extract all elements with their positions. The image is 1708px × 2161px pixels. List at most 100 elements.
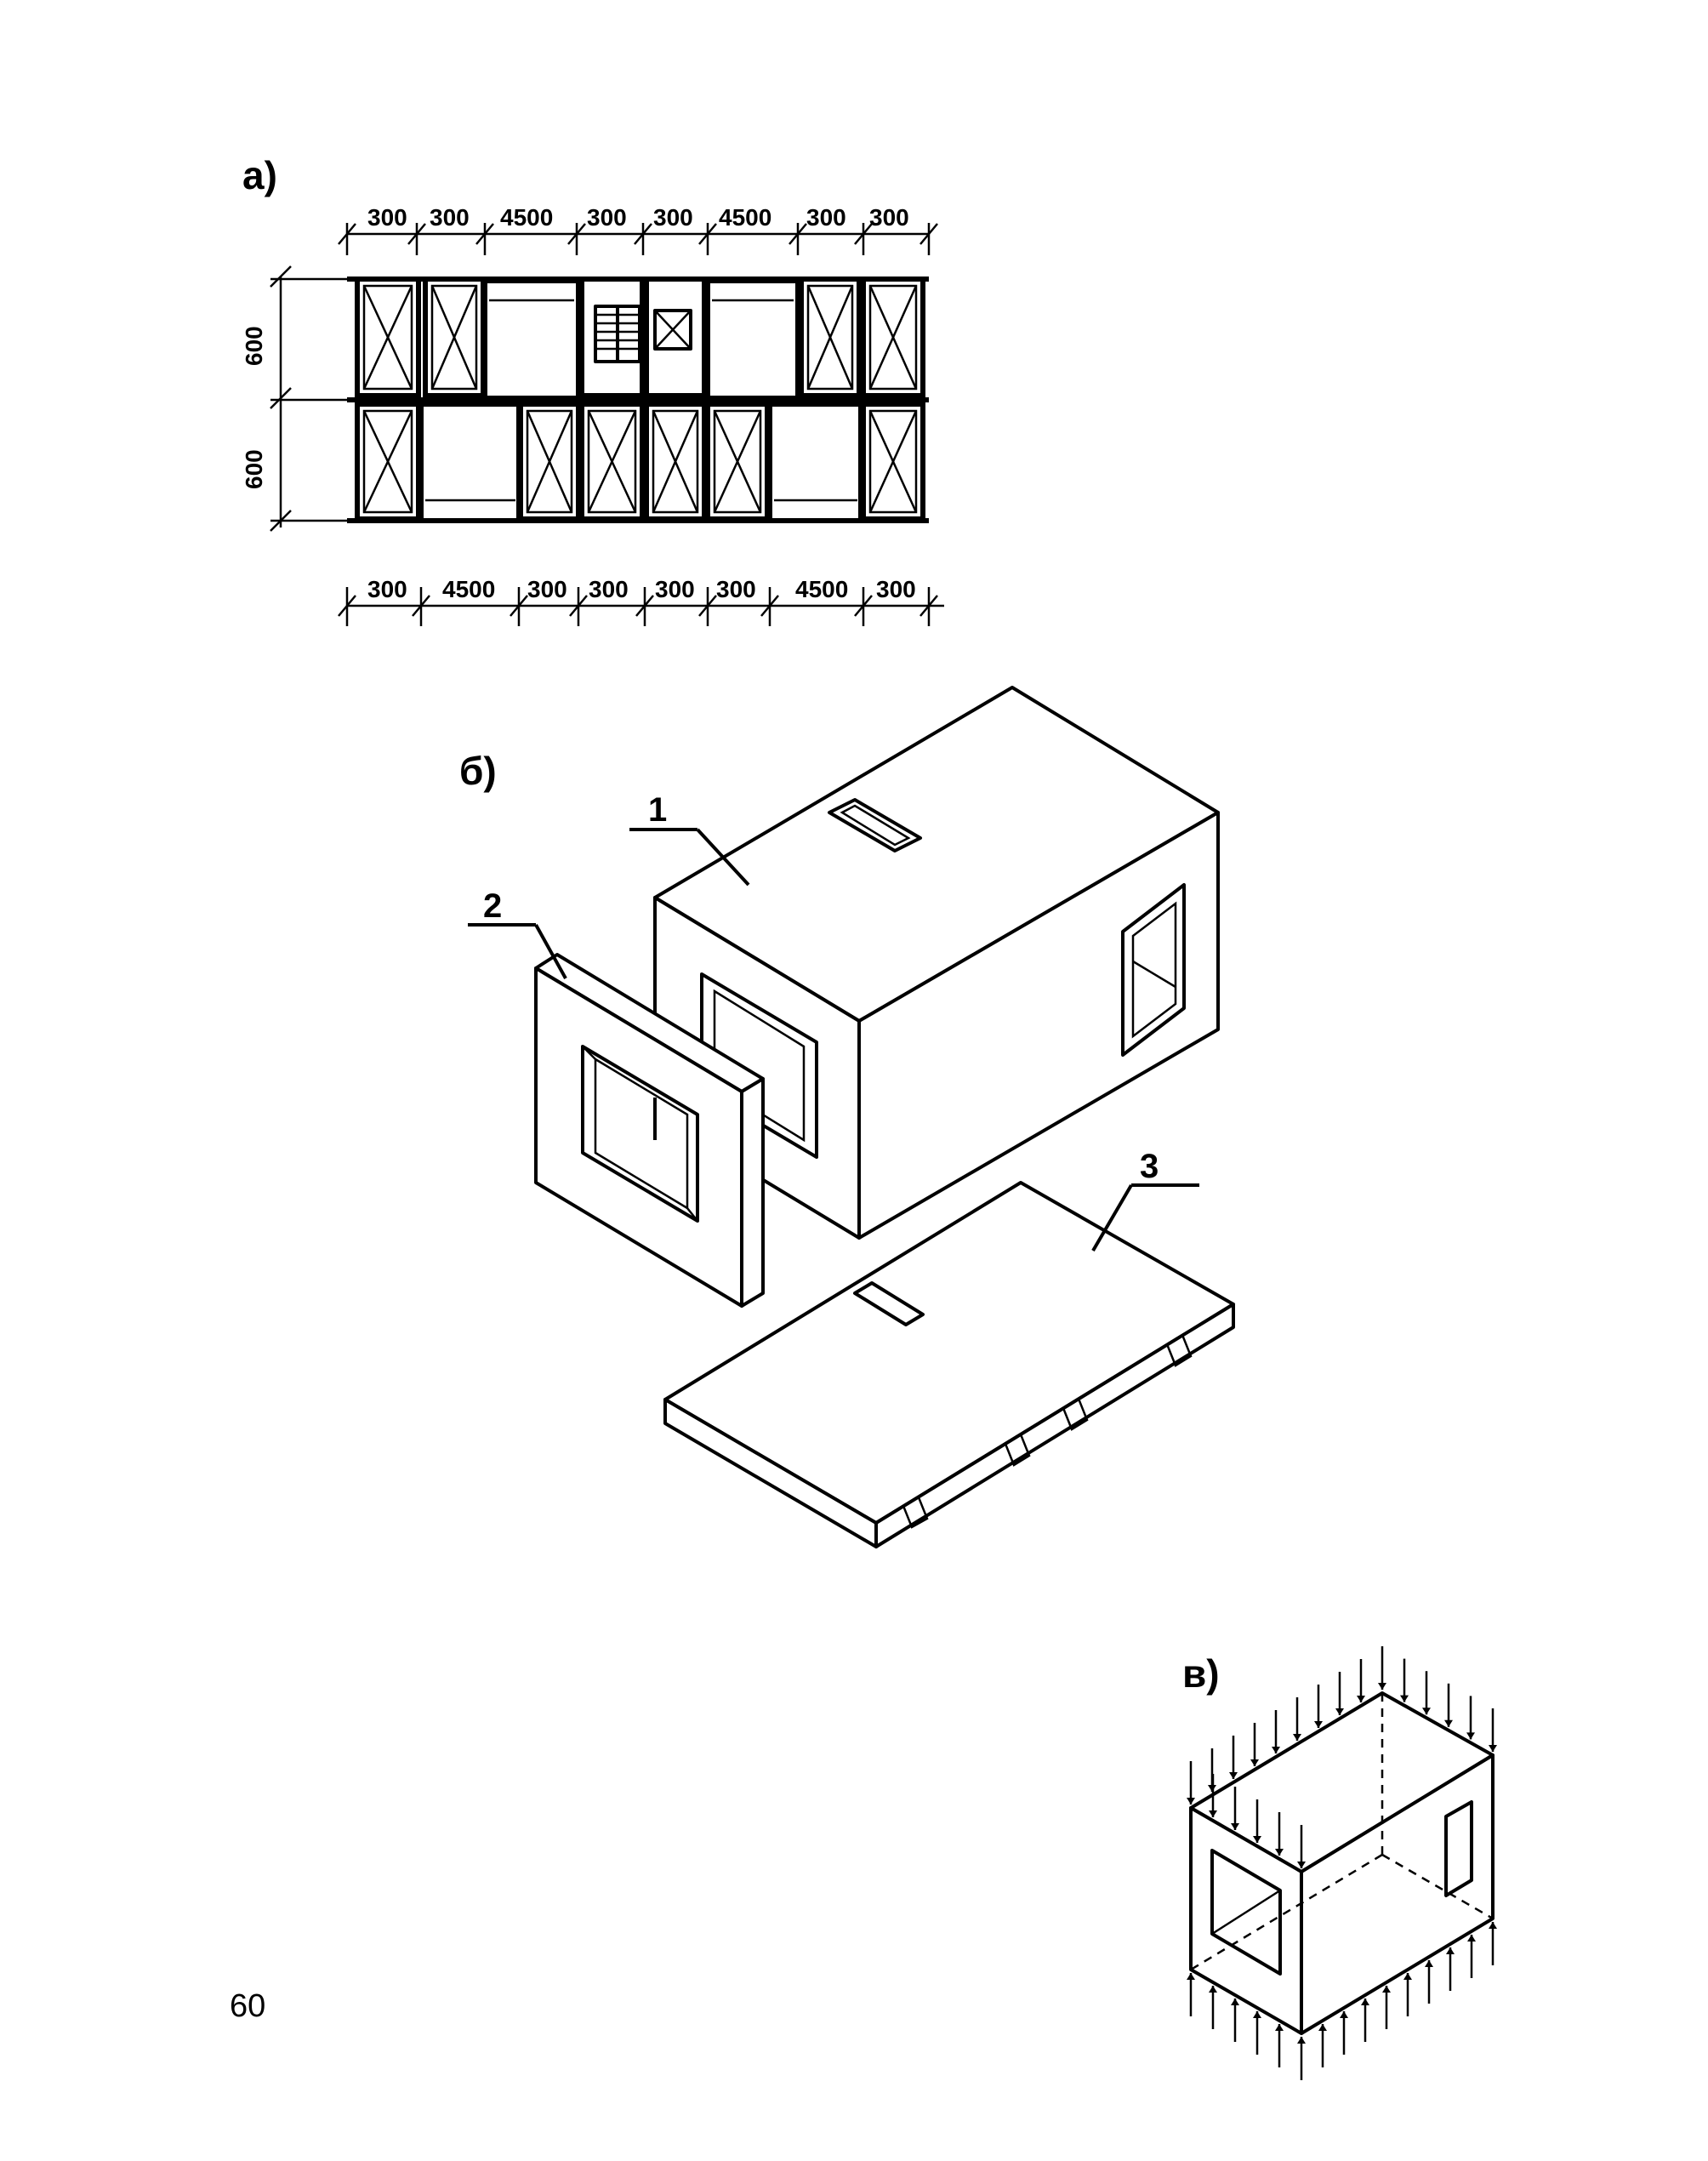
load-arrow-down-head	[1187, 1798, 1195, 1805]
bottom-dim-3: 300	[527, 576, 567, 602]
module-inner	[868, 409, 918, 514]
top-dim-1: 300	[367, 204, 407, 231]
load-arrow-down-head	[1422, 1708, 1431, 1715]
floor-slab	[663, 1181, 1235, 1548]
load-arrow-up-head	[1489, 1922, 1497, 1929]
bottom-dim-7: 4500	[795, 576, 848, 602]
small-shaft-symbol	[653, 309, 692, 351]
module-diagonal	[652, 410, 699, 513]
load-arrow-down-head	[1297, 1862, 1306, 1868]
plan-module	[644, 277, 707, 398]
label-b: б)	[459, 749, 497, 793]
load-arrow-down-head	[1335, 1708, 1344, 1715]
module-inner	[430, 284, 478, 391]
load-arrow-up-head	[1209, 1986, 1217, 1993]
label-a: а)	[242, 153, 277, 197]
callout-1-number: 1	[648, 791, 667, 829]
load-arrow-down-head	[1272, 1747, 1280, 1753]
load-arrow-down-head	[1253, 1836, 1261, 1843]
load-arrow-down-head	[1314, 1721, 1323, 1728]
load-arrow-up-head	[1467, 1935, 1476, 1941]
load-arrow-down-head	[1378, 1683, 1386, 1690]
end-wall-panel	[534, 953, 765, 1308]
load-arrow-up-head	[1297, 2037, 1306, 2044]
module-diagonal	[868, 285, 918, 390]
load-arrow-down-head	[1275, 1849, 1284, 1856]
plan-module	[579, 402, 645, 522]
bottom-dim-1: 300	[367, 576, 407, 602]
load-arrow-up-head	[1382, 1986, 1391, 1993]
top-dim-5: 300	[653, 204, 693, 231]
load-arrows	[1187, 1646, 1497, 2080]
load-arrow-down-head	[1400, 1695, 1409, 1702]
callout-3-number: 3	[1140, 1148, 1159, 1185]
load-arrow-up-head	[1425, 1960, 1433, 1967]
top-dim-7: 300	[806, 204, 846, 231]
module-diagonal	[526, 410, 573, 513]
plan-module	[355, 277, 421, 398]
load-arrow-up-head	[1253, 2011, 1261, 2018]
module-inner	[587, 409, 637, 514]
module-diagonal	[362, 285, 413, 390]
callout-1: 1	[629, 791, 750, 887]
load-arrow-down-head	[1293, 1734, 1301, 1741]
module-diagonal	[713, 410, 762, 513]
module-diagonal	[430, 285, 478, 390]
bottom-dim-6: 300	[716, 576, 756, 602]
plan-module	[799, 277, 862, 398]
plan-module	[579, 277, 645, 398]
module-diagonal	[362, 410, 413, 513]
module-diagonal	[587, 410, 637, 513]
load-arrow-down-head	[1229, 1772, 1238, 1779]
load-arrow-down-head	[1466, 1732, 1475, 1740]
page-number: 60	[230, 1988, 265, 2024]
bottom-dim-8: 300	[876, 576, 916, 602]
top-dim-6: 4500	[719, 204, 771, 231]
module-inner	[652, 409, 699, 514]
load-arrow-down-head	[1250, 1759, 1259, 1766]
volumetric-block	[653, 686, 1220, 1240]
bottom-dim-4: 300	[589, 576, 629, 602]
top-dim-8: 300	[869, 204, 909, 231]
stair-symbol	[594, 305, 641, 363]
callout-2: 2	[468, 887, 567, 979]
module-inner	[362, 284, 413, 391]
load-arrow-down-head	[1357, 1696, 1365, 1702]
bottom-dimension-line: 300 4500 300 300 300 300 4500 300	[338, 576, 944, 626]
module-diagonal	[806, 285, 854, 390]
module-diagonal	[868, 410, 918, 513]
plan-module	[482, 278, 581, 401]
left-dim-1: 600	[241, 326, 267, 366]
load-arrow-up-head	[1340, 2011, 1348, 2018]
load-arrow-down-head	[1444, 1719, 1453, 1727]
module-inner	[362, 409, 413, 514]
label-v: в)	[1182, 1651, 1220, 1696]
plan-module	[767, 402, 863, 523]
load-scheme-box	[1189, 1691, 1494, 2035]
left-dim-2: 600	[241, 449, 267, 489]
load-arrow-up-head	[1361, 1998, 1369, 2005]
callout-3: 3	[1091, 1148, 1199, 1252]
left-dimension-line: 600 600	[241, 265, 347, 532]
module-inner	[713, 409, 762, 514]
load-arrow-up-head	[1275, 2024, 1284, 2031]
load-arrow-down-head	[1489, 1745, 1497, 1752]
plan-module	[705, 278, 800, 401]
load-arrow-up-head	[1231, 1998, 1239, 2005]
plan-modules	[355, 277, 925, 523]
load-arrow-up-head	[1187, 1973, 1195, 1980]
top-dim-2: 300	[430, 204, 470, 231]
module-inner	[806, 284, 854, 391]
load-arrow-up-head	[1446, 1947, 1455, 1954]
top-dimension-line: 300 300 4500 300 300 4500 300 300	[338, 204, 938, 255]
load-arrow-up-head	[1318, 2024, 1327, 2031]
isometric-drawing: б) 1	[459, 686, 1235, 1548]
load-arrow-down-head	[1231, 1823, 1239, 1830]
plan-module	[861, 402, 925, 522]
plan-module	[518, 402, 581, 522]
load-arrow-down-head	[1209, 1810, 1217, 1817]
plan-module	[861, 277, 925, 398]
module-inner	[526, 409, 573, 514]
plan-module	[418, 402, 521, 523]
